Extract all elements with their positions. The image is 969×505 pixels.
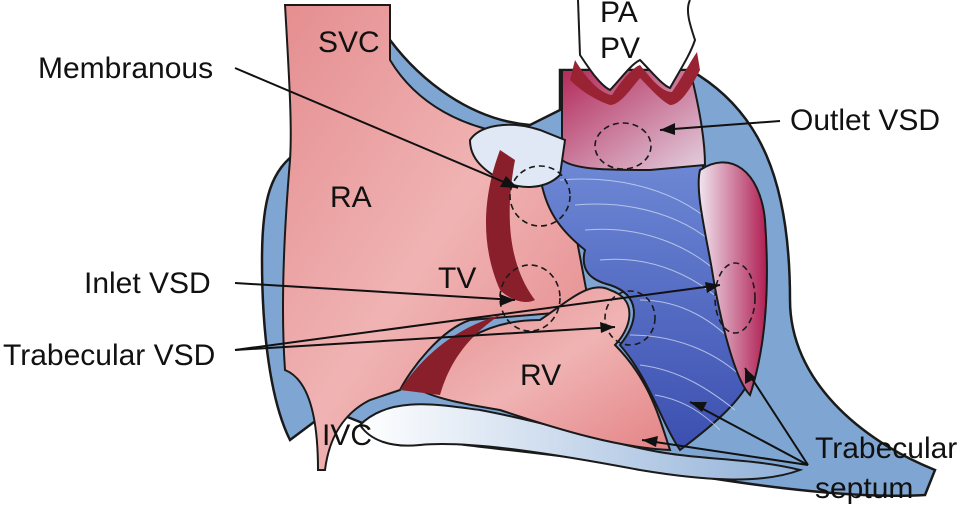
label-rv: RV: [520, 359, 561, 392]
pulmonary-artery: [577, 0, 697, 92]
membranous-vsd-circle: [509, 165, 571, 227]
label-pa: PA: [600, 0, 638, 29]
callout-inlet-vsd: Inlet VSD: [84, 267, 211, 300]
inlet-vsd-circle: [499, 264, 561, 332]
label-pv: PV: [600, 32, 640, 65]
label-ivc: IVC: [322, 419, 372, 452]
callout-trabecular-septum-line1: Trabecular: [815, 432, 957, 465]
callout-outlet-vsd: Outlet VSD: [790, 104, 940, 137]
ivc-floor: [358, 403, 804, 481]
trabecular-vsd-circle-apical: [714, 262, 756, 334]
pulmonary-valve: [570, 52, 700, 105]
leader-lines: [234, 67, 809, 466]
label-svc: SVC: [318, 26, 380, 59]
trabecular-vsd-circle: [604, 290, 656, 346]
trabecular-free-wall: [697, 161, 768, 397]
callout-membranous: Membranous: [38, 52, 213, 85]
label-ra: RA: [330, 181, 372, 214]
arrowheads: [500, 123, 756, 447]
callout-trabecular-vsd: Trabecular VSD: [3, 339, 215, 372]
label-tv: TV: [438, 262, 476, 295]
callout-trabecular-septum-line2: septum: [815, 472, 913, 505]
tricuspid-valve-leaflet: [486, 150, 535, 302]
outlet-vsd-circle: [594, 122, 652, 170]
